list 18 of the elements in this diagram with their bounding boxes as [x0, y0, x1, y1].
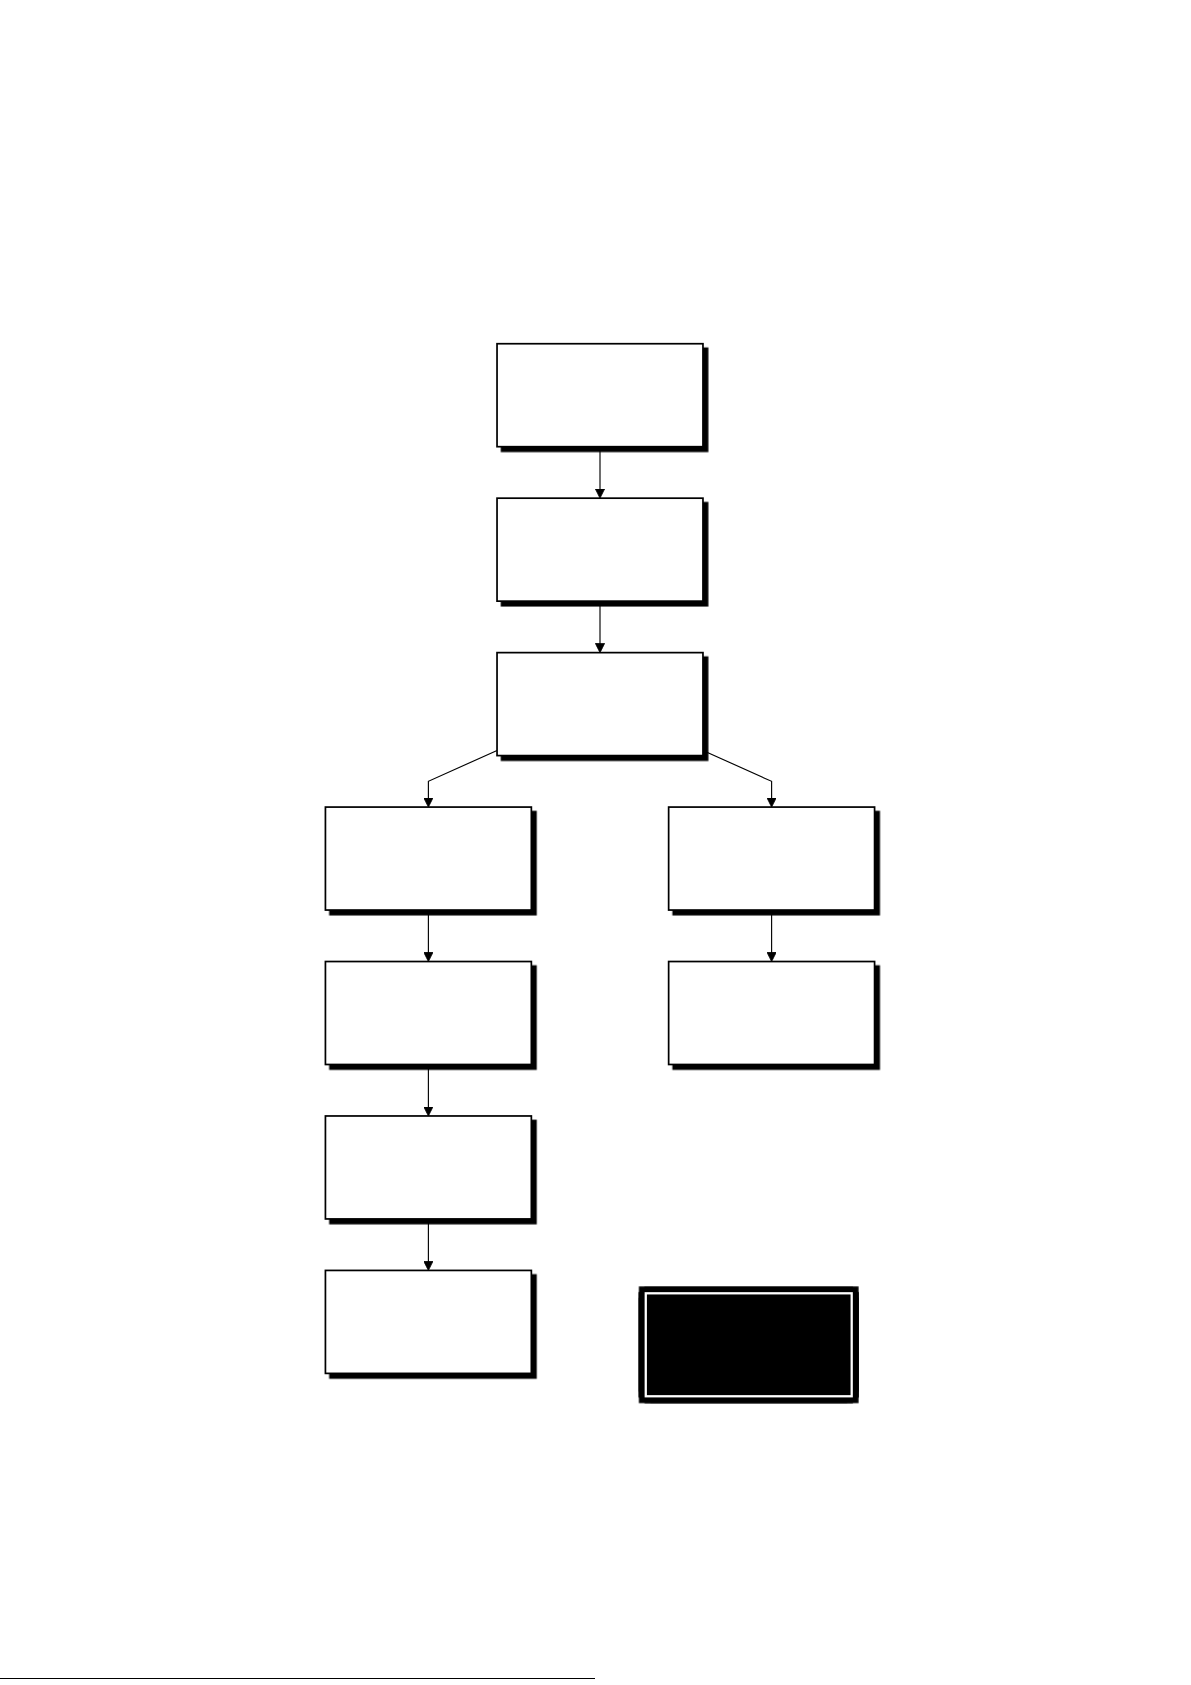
node-box [324, 960, 533, 1066]
node-box [644, 1292, 853, 1398]
node-box [667, 806, 876, 911]
arrow [594, 446, 606, 499]
arrow [423, 1218, 434, 1271]
node-box [496, 342, 704, 448]
node-box [324, 806, 533, 911]
arrow [594, 600, 606, 654]
arrow [423, 909, 434, 962]
arrow [766, 909, 777, 962]
node-box [667, 960, 876, 1066]
node-box [324, 1115, 533, 1220]
node-box [324, 1269, 533, 1375]
node-box [496, 497, 704, 602]
arrow [702, 749, 777, 808]
arrow [423, 1063, 434, 1117]
arrow [423, 749, 498, 808]
node-box [496, 651, 704, 757]
